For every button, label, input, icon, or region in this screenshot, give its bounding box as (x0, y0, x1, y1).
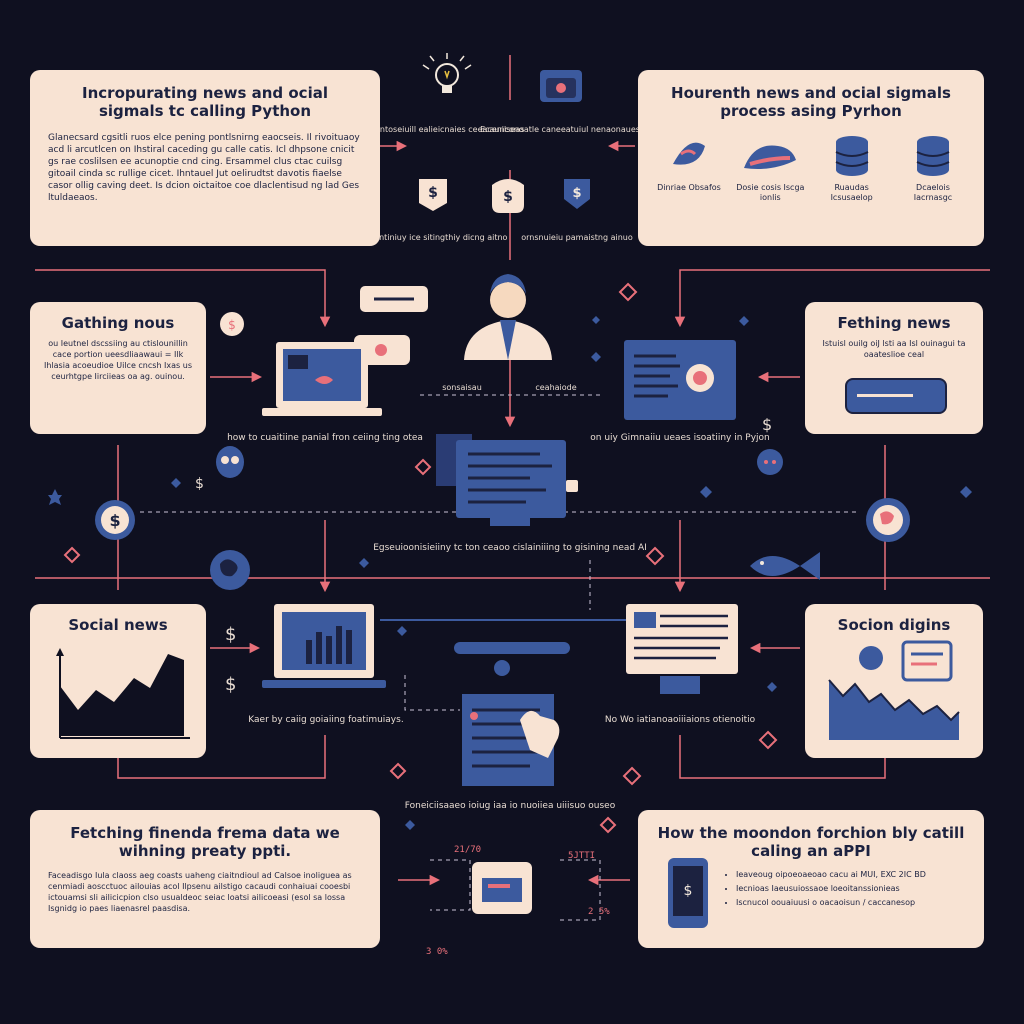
area-chart-icon (828, 640, 960, 740)
bullet-3: Iscnucol oouaiuusi o oacaoisun / caccane… (736, 896, 926, 910)
svg-text:$: $ (572, 186, 581, 201)
phone-icon: $ (668, 858, 708, 928)
tile-3: Ruaudas Icsusaelop (817, 134, 887, 203)
dollar-glyph-4: $ (225, 674, 236, 695)
num-c: 2 5% (588, 907, 610, 917)
bullet-2: Iecnioas Iaeusuiossaoe loeoitanssionieas (736, 882, 926, 896)
tile-3-label: Ruaudas Icsusaelop (830, 183, 873, 202)
dollar-shield-icon: $ (564, 179, 590, 209)
card-fetching-finance-body: Faceadisgo Iula claoss aeg coasts uaheng… (48, 871, 352, 913)
card-social-news: Social news (30, 604, 206, 758)
left-laptop-label: how to cuaitiine panial fron ceiing ting… (227, 433, 423, 443)
leaf-icon (673, 142, 705, 165)
center-monitor-label: Egseuioonisieiiny tc ton ceaoo cislainii… (373, 543, 647, 553)
card-top-right-tiles: Dinriae Obsafos Dosie cosis Iscga ionlis… (654, 134, 968, 203)
mid-left-pair-label: Isntiniuy ice sitingthiy dicng aitno (373, 233, 508, 242)
how-bullets: Ieaveoug oipoeoaeoao cacu ai MUI, EXC 2I… (724, 868, 926, 910)
database-stack-icon (916, 136, 950, 176)
num-a: 21/70 (454, 845, 481, 855)
globe-icon (866, 498, 910, 542)
folder-icon (540, 70, 582, 102)
card-fething-title: Fething news (837, 314, 951, 332)
fething-input-bar (845, 378, 947, 414)
dollar-glyph-1: $ (195, 476, 204, 492)
decorative-stars (48, 316, 972, 830)
svg-text:$: $ (503, 189, 513, 205)
left-laptop-icon (262, 342, 382, 416)
connector-lines (35, 55, 990, 886)
num-d: 3 0% (426, 947, 448, 957)
tile-1: Dinriae Obsafos (654, 134, 724, 203)
tile-4-label: Dcaelois Iacrnasgc (913, 183, 953, 202)
owl-icon (216, 446, 244, 478)
tile-1-label: Dinriae Obsafos (657, 183, 721, 192)
small-document-icon (472, 862, 532, 914)
bullet-1: Ieaveoug oipoeoaeoao cacu ai MUI, EXC 2I… (736, 868, 926, 882)
line-chart-icon (56, 648, 190, 739)
card-top-left-title: Incropurating news and ocial sigmals tc … (82, 84, 328, 120)
card-fething-body: Istuisl ouilg oiJ lsti aa Isl ouinagui t… (822, 339, 966, 359)
bomb-icon (757, 449, 783, 475)
chart-monitor-icon (626, 604, 738, 694)
mid-right-pair-label: ornsnuieiu pamaistng ainuo (521, 233, 633, 242)
top-folder-label: Ecaunconoatle caneeatuiul nenaonaues (480, 125, 640, 134)
person-right-label: ceahaiode (535, 383, 576, 392)
coin-glyph: $ (228, 318, 236, 332)
dollar-coin-icon: $ (95, 500, 135, 540)
database-icon (835, 136, 869, 176)
tile-2: Dosie cosis Iscga ionlis (735, 134, 805, 203)
chart-laptop-label: Kaer by caiig goiaiing foatimuiays. (248, 715, 403, 725)
card-fething: Fething news Istuisl ouilg oiJ lsti aa I… (805, 302, 983, 434)
card-gathing-title: Gathing nous (61, 314, 175, 332)
card-top-left-body: Glanecsard cgsitli ruos elce pening pont… (48, 133, 360, 203)
card-gathing: Gathing nous ou Ieutnel dscssiing au cti… (30, 302, 206, 434)
card-socion-digins-title: Socion digins (837, 616, 951, 634)
card-top-left: Incropurating news and ocial sigmals tc … (30, 70, 380, 246)
dollar-glyph-2: $ (762, 415, 772, 434)
phone-screen: $ (673, 866, 703, 916)
dollar-bag-icon: $ (492, 179, 524, 213)
card-social-news-title: Social news (68, 616, 168, 634)
shoe-icon (744, 145, 797, 169)
person-left-label: sonsaisau (442, 383, 482, 392)
chart-laptop-icon (262, 604, 386, 688)
card-fetching-finance: Fetching finenda frema data we wihning p… (30, 810, 380, 948)
card-top-right: Hourenth news and ocial sigmals process … (638, 70, 984, 246)
card-gathing-body: ou Ieutnel dscssiing au ctislounillin ca… (44, 339, 192, 381)
svg-text:$: $ (109, 511, 120, 530)
svg-text:$: $ (428, 185, 438, 201)
coin-icon-left (220, 312, 244, 336)
fish-icon (750, 552, 820, 580)
chart-monitor-label: No Wo iatianoaoiiiaions otienoitio (605, 715, 756, 725)
card-socion-digins: Socion digins (805, 604, 983, 758)
card-how-the-modndon-title: How the moondon forchion bly catill cali… (657, 824, 965, 860)
top-bulb-label: Eacntoseiuill ealieicnaies ceeacenilseas (366, 125, 525, 134)
card-fetching-finance-title: Fetching finenda frema data we wihning p… (70, 824, 340, 860)
dollar-icon: $ (419, 179, 447, 211)
dollar-glyph-3: $ (225, 624, 236, 645)
person-avatar-icon (464, 274, 552, 360)
bottom-center-label: Foneiciisaaeo ioiug iaa io nuoiiea uiiis… (405, 801, 616, 811)
fething-bar-line (857, 394, 913, 397)
right-monitor-label: on uiy Gimnaiiu ueaes isoatiiny in Pyjon (590, 433, 770, 443)
tile-2-label: Dosie cosis Iscga ionlis (736, 183, 805, 202)
blob-icon (210, 550, 250, 590)
lightbulb-icon (422, 53, 472, 93)
right-monitor-icon (624, 340, 736, 420)
num-b: 5JTTI (568, 851, 595, 861)
card-top-right-title: Hourenth news and ocial sigmals process … (671, 84, 951, 120)
document-hand-icon (454, 642, 570, 786)
card-how-the-modndon: How the moondon forchion bly catill cali… (638, 810, 984, 948)
center-monitor-icon (436, 434, 578, 526)
tile-4: Dcaelois Iacrnasgc (898, 134, 968, 203)
decorative-diamonds (63, 282, 778, 834)
